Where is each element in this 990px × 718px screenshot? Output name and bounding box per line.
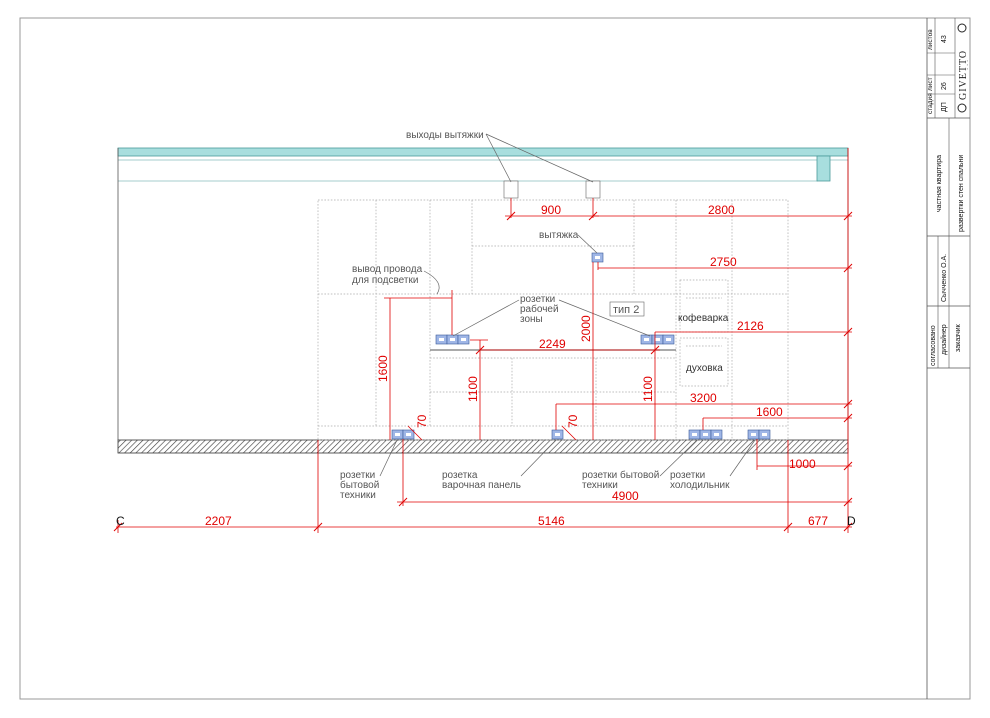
socket-appliance-left — [391, 429, 415, 440]
dim-1600-vertical: 1600 — [376, 355, 390, 382]
label-wire-1: вывод провода — [352, 264, 423, 275]
dim-5146: 5146 — [538, 514, 565, 528]
label-appl-left-2: бытовой — [340, 479, 379, 491]
label-appl-right-2: техники — [582, 480, 618, 491]
tb-sheet-title: развертки стен спальни — [958, 155, 965, 232]
point-c: C — [116, 514, 125, 528]
socket-fridge — [747, 429, 771, 440]
givetto-logo: GIVETTO · · · — [957, 23, 971, 113]
socket-appliance-right — [688, 429, 723, 440]
hood-outlet-right — [585, 180, 601, 199]
tb-stage: ДП — [941, 102, 948, 112]
svg-text:· · ·: · · · — [964, 60, 971, 70]
socket-hood — [591, 252, 604, 263]
dim-4900: 4900 — [612, 489, 639, 503]
leaders — [379, 133, 756, 477]
dimension-ticks — [113, 211, 853, 532]
sheet-border — [19, 17, 971, 700]
label-fridge-1: розетки — [670, 470, 705, 481]
tb-project: частная квартира — [936, 155, 943, 212]
tb-designer-name: Сычченко О.А. — [941, 254, 948, 302]
label-work-3: зоны — [520, 314, 543, 325]
dim-1100-left: 1100 — [466, 376, 480, 402]
label-appl-left-3: техники — [340, 490, 376, 501]
type-label: тип 2 — [613, 304, 639, 316]
label-cooktop-2: варочная панель — [442, 480, 521, 491]
tb-role-customer: заказчик — [955, 323, 962, 352]
dim-3200: 3200 — [690, 391, 717, 405]
tb-header-stage: стадия — [927, 93, 934, 114]
label-wire-2: для подсветки — [352, 275, 418, 286]
ceiling — [117, 147, 849, 182]
tb-header-sheets: листов — [927, 29, 934, 50]
socket-cooktop — [551, 429, 564, 440]
socket-work-right — [640, 334, 675, 345]
label-hood-outlets: выходы вытяжки — [406, 130, 484, 141]
label-appl-right-1: розетки бытовой — [582, 469, 659, 481]
dim-1600-horizontal: 1600 — [756, 405, 783, 419]
tb-sheets: 43 — [941, 35, 948, 43]
type-box — [609, 301, 645, 317]
dim-677: 677 — [808, 514, 828, 528]
dim-1000: 1000 — [789, 457, 816, 471]
oven-label: духовка — [686, 363, 723, 374]
label-hood: вытяжка — [539, 230, 579, 241]
tb-role-designer: дизайнер — [940, 324, 948, 355]
coffee-label: кофеварка — [678, 312, 729, 324]
dim-70-right: 70 — [566, 414, 580, 428]
dim-2750: 2750 — [710, 255, 737, 269]
tb-header-sheet: лист — [927, 77, 934, 91]
label-appl-left-1: розетки — [340, 470, 375, 481]
hood-outlet-left — [503, 180, 519, 199]
logo-text: GIVETTO — [958, 50, 969, 100]
floor-slab — [117, 439, 849, 454]
label-cooktop-1: розетка — [442, 470, 478, 481]
dimension-lines — [116, 148, 852, 533]
label-work-2: рабочей — [520, 303, 559, 315]
label-fridge-2: холодильник — [670, 480, 730, 491]
dim-2249: 2249 — [539, 337, 566, 351]
dim-2800: 2800 — [708, 203, 735, 217]
dim-1100-right: 1100 — [641, 376, 655, 402]
socket-work-left — [435, 334, 470, 345]
dim-2207: 2207 — [205, 514, 232, 528]
tb-sheet: 26 — [941, 82, 948, 90]
label-work-1: розетки — [520, 294, 555, 305]
kitchen-cabinets — [317, 199, 789, 441]
dim-900: 900 — [541, 203, 561, 217]
dim-70-left: 70 — [415, 414, 429, 428]
dim-2126: 2126 — [737, 319, 764, 333]
point-d: D — [847, 514, 856, 528]
title-block: стадия лист листов ДП 26 43 GIVETTO · · … — [926, 18, 971, 699]
tb-role-approved: согласовано — [930, 325, 937, 366]
dim-2000: 2000 — [579, 315, 593, 342]
